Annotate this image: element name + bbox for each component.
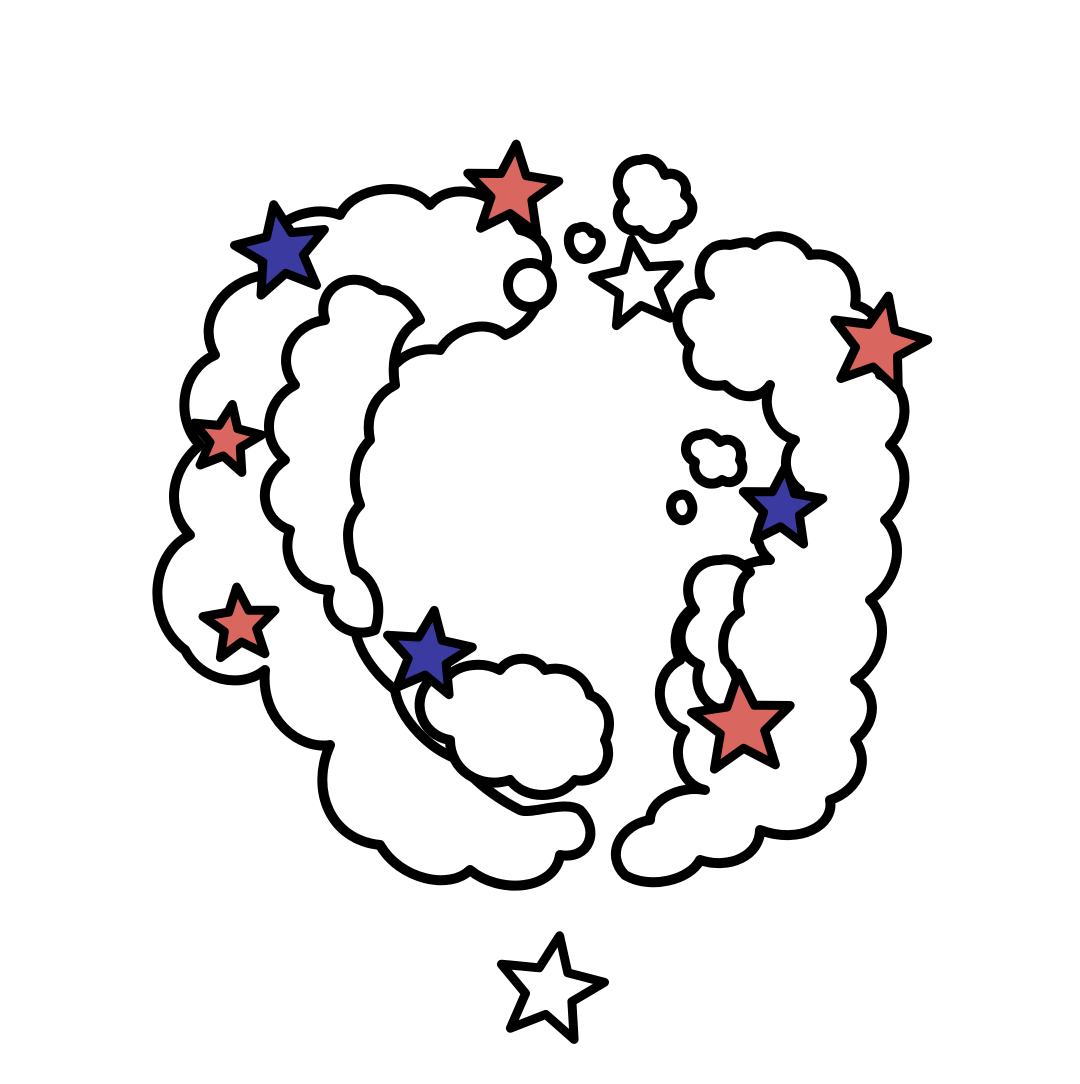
cloud-heart-puff bbox=[563, 221, 606, 264]
cloud-small-right-2 bbox=[666, 489, 698, 526]
cloud-inner-left bbox=[259, 274, 425, 638]
star-blue-top-left-icon bbox=[230, 200, 329, 300]
star-blue-bottom-center-icon bbox=[383, 605, 477, 700]
star-red-left-icon bbox=[189, 400, 267, 477]
cloud-outer-right bbox=[610, 231, 910, 888]
cloud-arc-right bbox=[563, 153, 910, 888]
cloud-lower-left bbox=[414, 653, 614, 800]
star-white-bottom-icon bbox=[496, 931, 609, 1044]
star-red-right-icon bbox=[830, 291, 933, 396]
star-white-top-center-icon bbox=[588, 234, 684, 331]
stars-layer bbox=[189, 139, 933, 1044]
star-red-top-icon bbox=[463, 139, 564, 238]
cloud-small-top-right bbox=[612, 153, 698, 244]
star-blue-right-icon bbox=[738, 461, 828, 549]
cloud-arc-left bbox=[152, 184, 614, 891]
star-red-lower-right-icon bbox=[687, 668, 795, 774]
star-red-lower-left-icon bbox=[198, 582, 280, 663]
cloud-puff-top bbox=[503, 258, 557, 312]
cloud-small-right-1 bbox=[681, 428, 748, 489]
